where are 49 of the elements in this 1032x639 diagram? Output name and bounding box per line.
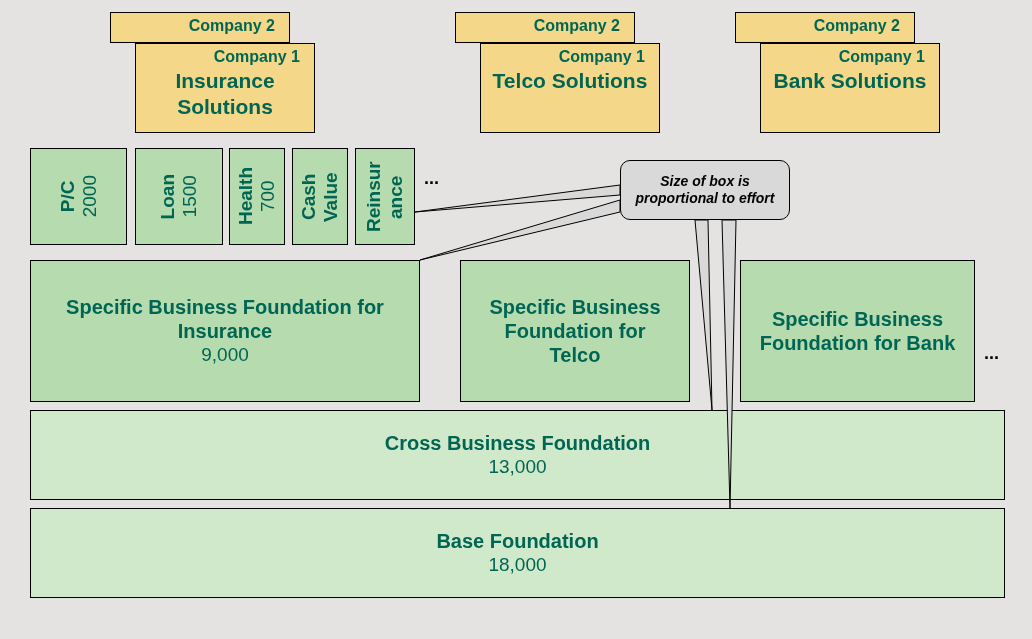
module-box [292, 148, 348, 245]
node-title: Company 1 [558, 48, 645, 66]
node-title: Cash Value [298, 170, 342, 224]
foundation-box [30, 260, 420, 402]
callout-pointer [694, 219, 713, 411]
node-title: Reinsur ance [363, 160, 407, 234]
effort-value: 13,000 [488, 455, 547, 479]
solution-name: Telco Solutions [491, 68, 649, 94]
node-title: P/C [56, 180, 79, 213]
node-title: Company 1 [838, 48, 925, 66]
foundation-box [740, 260, 975, 402]
effort-value: 18,000 [488, 553, 547, 577]
effort-value: 2000 [78, 175, 101, 218]
foundation-box [460, 260, 690, 402]
node-title: Company 2 [813, 17, 900, 35]
node-title: Cross Business Foundation [383, 431, 652, 455]
ellipsis-note: ... [424, 168, 439, 189]
callout-pointer [414, 184, 621, 213]
module-box [135, 148, 223, 245]
node-title: Specific Business Foundation for Telco [488, 295, 662, 367]
ellipsis-note: ... [984, 343, 999, 364]
foundation-layer [30, 508, 1005, 598]
module-box [229, 148, 285, 245]
effort-value: 700 [257, 180, 279, 213]
solution-name: Insurance Solutions [174, 68, 276, 120]
callout-text: Size of box is proportional to effort [634, 173, 776, 207]
node-title: Company 2 [188, 17, 275, 35]
solution-card [135, 43, 315, 133]
solution-card [110, 12, 290, 43]
module-box [355, 148, 415, 245]
effort-value: 9,000 [201, 343, 249, 367]
module-box [30, 148, 127, 245]
solution-card [760, 43, 940, 133]
foundation-layer [30, 410, 1005, 500]
solution-card [455, 12, 635, 43]
node-title: Company 2 [533, 17, 620, 35]
node-title: Specific Business Foundation for Insurance [65, 295, 385, 343]
node-title: Health [235, 167, 257, 226]
callout-pointer [419, 199, 621, 261]
node-title: Specific Business Foundation for Bank [758, 307, 957, 355]
solution-card [480, 43, 660, 133]
node-title: Company 1 [213, 48, 300, 66]
callout-pointer [721, 219, 737, 509]
solution-card [735, 12, 915, 43]
effort-value: 1500 [179, 175, 201, 218]
node-title: Loan [157, 173, 179, 220]
callout-bubble [620, 160, 790, 220]
solution-name: Bank Solutions [772, 68, 928, 94]
node-title: Base Foundation [435, 529, 600, 553]
